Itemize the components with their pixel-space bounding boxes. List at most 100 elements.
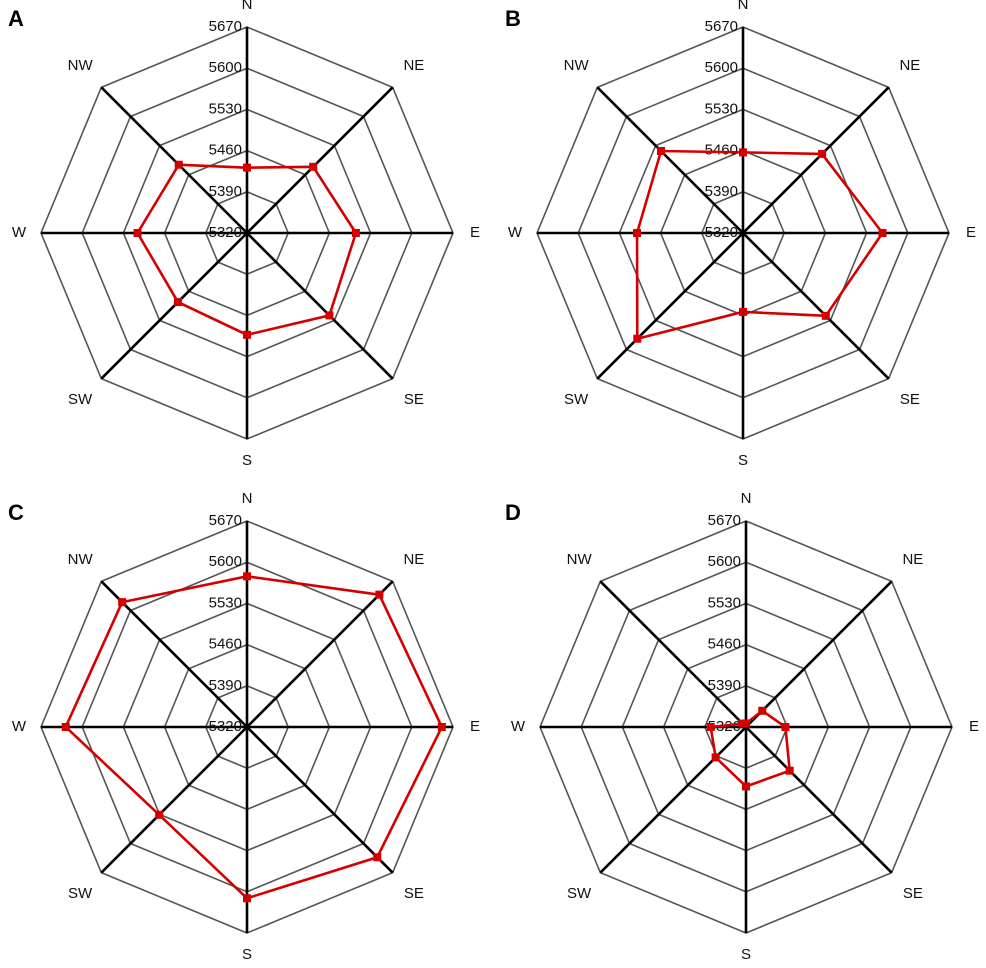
category-label-sw: SW	[68, 885, 93, 902]
panel-label: A	[8, 6, 24, 31]
data-point-s	[243, 894, 251, 903]
tick-label: 5600	[708, 553, 741, 570]
tick-label: 5320	[209, 718, 242, 735]
data-point-sw	[155, 810, 164, 819]
data-point-nw	[174, 160, 183, 169]
axis-spoke-ne	[745, 580, 893, 728]
data-point-s	[742, 782, 750, 791]
category-label-e: E	[966, 224, 976, 241]
tick-label: 5600	[705, 59, 738, 76]
tick-label: 5460	[209, 142, 242, 159]
tick-label: 5600	[209, 553, 242, 570]
axis-spoke-se	[745, 726, 893, 874]
axis-spoke-sw	[100, 726, 248, 874]
tick-label: 5530	[209, 594, 242, 611]
data-point-nw	[738, 719, 747, 728]
tick-label: 5460	[708, 636, 741, 653]
tick-label: 5530	[705, 100, 738, 117]
data-point-e	[437, 723, 446, 731]
tick-label: 5390	[705, 183, 738, 200]
tick-label: 5670	[209, 512, 242, 529]
tick-label: 5670	[209, 18, 242, 35]
data-point-w	[133, 229, 142, 237]
axis-spoke-sw	[599, 726, 747, 874]
axis-spoke-se	[246, 726, 394, 874]
data-point-sw	[173, 298, 182, 307]
data-point-s	[243, 330, 251, 339]
category-label-e: E	[470, 718, 480, 735]
axis-spoke-se	[742, 232, 890, 380]
category-label-ne: NE	[403, 57, 424, 74]
data-point-ne	[309, 162, 318, 171]
category-label-s: S	[242, 452, 252, 469]
category-label-se: SE	[903, 885, 923, 902]
tick-label: 5530	[708, 594, 741, 611]
tick-label: 5670	[705, 18, 738, 35]
data-point-s	[739, 307, 747, 316]
panel-label: C	[8, 500, 24, 525]
data-point-w	[633, 229, 642, 237]
axis-spoke-nw	[596, 86, 744, 234]
category-label-sw: SW	[68, 391, 93, 408]
tick-label: 5390	[708, 677, 741, 694]
category-label-se: SE	[404, 391, 424, 408]
tick-label: 5530	[209, 100, 242, 117]
data-point-w	[706, 723, 715, 731]
tick-label: 5600	[209, 59, 242, 76]
category-label-ne: NE	[899, 57, 920, 74]
category-label-nw: NW	[564, 57, 590, 74]
category-label-n: N	[242, 490, 253, 507]
tick-label: 5320	[705, 224, 738, 241]
series-line	[64, 575, 444, 900]
category-label-n: N	[741, 490, 752, 507]
data-point-ne	[818, 149, 827, 158]
category-label-n: N	[738, 0, 749, 13]
tick-label: 5460	[705, 142, 738, 159]
axis-spoke-ne	[246, 580, 394, 728]
data-point-se	[373, 853, 382, 862]
axis-spoke-ne	[246, 86, 394, 234]
axis-spoke-ne	[742, 86, 890, 234]
category-label-ne: NE	[403, 551, 424, 568]
axis-spoke-nw	[599, 580, 747, 728]
axis-spoke-se	[246, 232, 394, 380]
data-point-ne	[758, 706, 767, 715]
data-point-n	[243, 163, 251, 172]
data-point-se	[785, 766, 794, 775]
category-label-s: S	[738, 452, 748, 469]
tick-label: 5390	[209, 677, 242, 694]
category-label-w: W	[508, 224, 523, 241]
category-label-nw: NW	[68, 551, 94, 568]
tick-label: 5670	[708, 512, 741, 529]
category-label-se: SE	[404, 885, 424, 902]
data-point-sw	[711, 753, 720, 762]
data-point-ne	[375, 590, 384, 599]
data-point-n	[739, 148, 747, 157]
category-label-n: N	[242, 0, 253, 13]
category-label-e: E	[969, 718, 979, 735]
category-label-sw: SW	[564, 391, 589, 408]
data-point-w	[61, 723, 70, 731]
axis-spoke-nw	[100, 86, 248, 234]
data-point-sw	[633, 334, 642, 343]
category-label-w: W	[12, 718, 27, 735]
data-point-nw	[118, 598, 127, 607]
category-label-ne: NE	[902, 551, 923, 568]
data-point-n	[243, 572, 251, 581]
data-point-nw	[657, 147, 666, 156]
tick-label: 5320	[209, 224, 242, 241]
category-label-nw: NW	[567, 551, 593, 568]
tick-label: 5460	[209, 636, 242, 653]
category-label-se: SE	[900, 391, 920, 408]
series-line	[635, 149, 885, 341]
panel-label: D	[505, 500, 521, 525]
tick-label: 5390	[209, 183, 242, 200]
category-label-w: W	[511, 718, 526, 735]
axis-spoke-sw	[596, 232, 744, 380]
data-point-se	[821, 311, 830, 320]
